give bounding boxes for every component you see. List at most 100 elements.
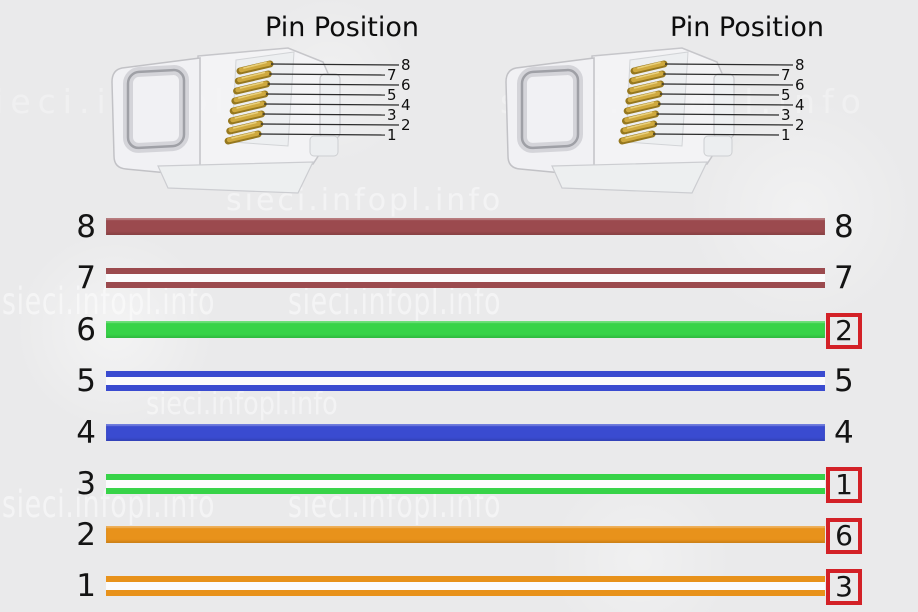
pin-contact-gold	[624, 111, 657, 123]
pin-leader-line	[658, 103, 794, 106]
right-pin-number: 2	[835, 314, 853, 347]
pin-contact-highlight	[632, 91, 656, 99]
pin-leader-line	[264, 103, 400, 106]
pin-leader-line	[270, 63, 400, 66]
pin-contact-highlight	[633, 81, 658, 89]
wire-green	[106, 321, 825, 338]
wire-white-blue	[106, 371, 825, 391]
pin-contact-gold	[233, 91, 267, 103]
pin-contact-gold	[237, 71, 270, 83]
pin-number-label: 8	[401, 56, 411, 74]
pin-contact-gold	[629, 81, 662, 93]
right-pin-number: 8	[834, 209, 854, 245]
pin-contact-gold	[238, 61, 272, 73]
pin-leader-line	[267, 83, 400, 86]
pin-contact-gold	[231, 101, 265, 113]
wire-blue	[106, 424, 825, 441]
pin-leader-line	[259, 133, 386, 136]
pin-contact-highlight	[627, 121, 651, 129]
pin-leader-line	[262, 113, 386, 116]
pin-leader-line	[663, 73, 780, 76]
pin-contact-highlight	[243, 61, 267, 69]
pin-leader-line	[664, 63, 794, 66]
wire-white-green	[106, 474, 825, 494]
pin-contact-highlight	[234, 111, 259, 119]
left-pin-number: 8	[76, 209, 96, 245]
pin-number-label: 6	[795, 76, 805, 94]
pin-leader-line	[659, 93, 780, 96]
pin-leader-line	[269, 73, 386, 76]
pin-contact-highlight	[239, 81, 264, 89]
pin-leader-line	[656, 113, 780, 116]
pin-number-label: 5	[387, 86, 397, 104]
wire-white-brown	[106, 268, 825, 288]
wire-orange	[106, 526, 825, 543]
pin-number-label: 1	[387, 126, 397, 144]
pin-leader-line	[653, 133, 780, 136]
pin-contact-highlight	[630, 101, 654, 109]
pin-contact-gold	[622, 121, 656, 133]
pin-contact-highlight	[628, 111, 653, 119]
right-pin-number: 4	[834, 415, 854, 451]
left-pin-number: 4	[76, 415, 96, 451]
right-pin-number: 7	[834, 260, 854, 296]
pin-leader-line	[265, 93, 386, 96]
left-pin-number: 2	[76, 517, 96, 553]
right-pin-number: 6	[835, 519, 853, 552]
pin-contact-gold	[627, 91, 661, 103]
left-pin-number: 6	[76, 312, 96, 348]
pin-number-label: 8	[795, 56, 805, 74]
pin-contact-gold	[228, 121, 262, 133]
wire-white-orange	[106, 576, 825, 596]
crossed-pin-box: 6	[826, 518, 862, 554]
pin-number-label: 3	[781, 106, 791, 124]
pin-number-label: 2	[795, 116, 805, 134]
pin-contact-gold	[230, 111, 263, 123]
pin-contact-highlight	[635, 71, 660, 79]
pin-contact-gold	[625, 101, 659, 113]
pin-number-label: 2	[401, 116, 411, 134]
pin-contact-gold	[226, 131, 260, 143]
pin-contact-gold	[631, 71, 664, 83]
pin-leader-line	[654, 123, 794, 126]
right-pin-number: 5	[834, 363, 854, 399]
crossed-pin-box: 3	[826, 569, 862, 605]
pin-contact-highlight	[236, 101, 260, 109]
pin-number-label: 7	[781, 66, 791, 84]
wire-brown	[106, 218, 825, 235]
crossed-pin-box: 1	[826, 467, 862, 503]
pin-contact-gold	[632, 61, 666, 73]
right-pin-number: 3	[835, 570, 853, 603]
pin-contact-highlight	[625, 131, 649, 139]
pin-contact-highlight	[241, 71, 266, 79]
pin-contact-gold	[620, 131, 654, 143]
pin-position-title-right: Pin Position	[670, 12, 825, 43]
pin-number-label: 6	[401, 76, 411, 94]
pin-leader-line	[260, 123, 400, 126]
pin-contact-highlight	[231, 131, 255, 139]
pin-contact-gold	[235, 81, 268, 93]
left-pin-number: 1	[76, 568, 96, 604]
pin-contact-highlight	[238, 91, 262, 99]
pin-number-label: 5	[781, 86, 791, 104]
right-pin-number: 1	[835, 468, 853, 501]
pin-number-label: 1	[781, 126, 791, 144]
pin-number-label: 4	[401, 96, 411, 114]
left-pin-number: 5	[76, 363, 96, 399]
left-pin-number: 7	[76, 260, 96, 296]
pin-number-label: 4	[795, 96, 805, 114]
left-pin-number: 3	[76, 466, 96, 502]
pin-contact-highlight	[637, 61, 661, 69]
